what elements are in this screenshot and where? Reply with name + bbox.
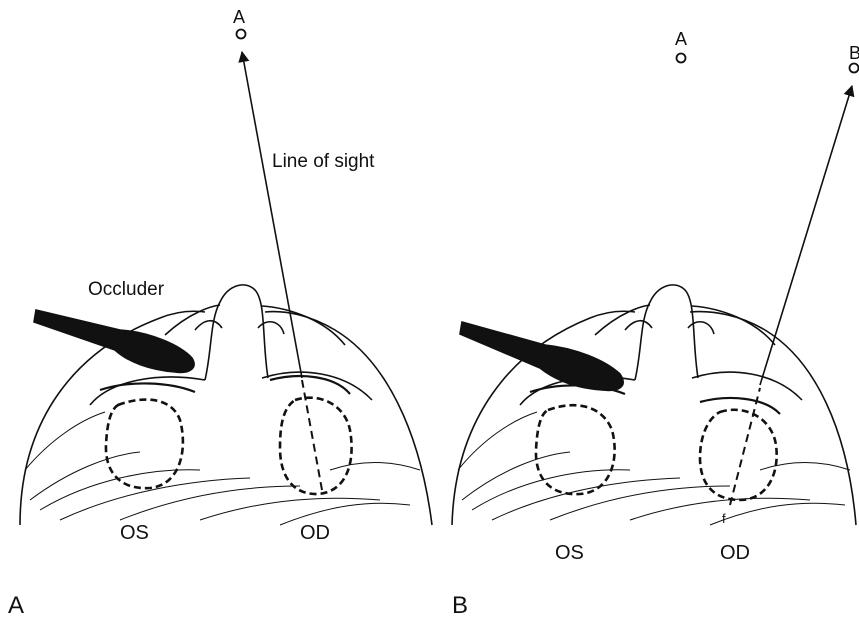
eyeball-os-a [106,400,183,489]
brow-right-b [692,372,802,400]
od-label-b: OD [720,543,750,563]
line-of-sight-label: Line of sight [272,152,374,171]
target-a-fixation [237,30,246,39]
panel-label-a: A [8,594,24,618]
target-b-fixation [850,64,859,73]
hair-strokes-a [25,412,420,525]
os-label-b: OS [555,543,584,563]
occluder-label: Occluder [88,280,164,299]
eyeball-od-a [280,398,352,494]
panel-b-drawing [452,54,859,526]
brow-left-a [90,377,205,405]
fovea-mark: f [722,512,726,525]
hair-strokes-b [458,412,850,525]
nostril-b [625,321,714,334]
visual-axis-dashed-b [730,388,760,505]
target-b-label: B [849,44,859,62]
eyeball-os-b [536,405,615,494]
nostril-a [195,321,284,334]
nose-b [635,285,698,380]
panel-label-b: B [452,594,468,618]
panel-a-drawing [20,30,432,526]
occluder-paddle-a [34,310,194,372]
eyelashes-right-b [700,398,780,414]
target-a-label: A [233,8,245,26]
target-a-fixation-b [677,54,686,63]
od-label-a: OD [300,523,330,543]
target-a-label-b: A [675,30,687,48]
line-of-sight-b [760,86,852,385]
head-outline-a [20,311,432,525]
os-label-a: OS [120,523,149,543]
line-of-sight-a [242,52,302,378]
nose-a [205,285,268,380]
brow-right-a [262,372,372,400]
